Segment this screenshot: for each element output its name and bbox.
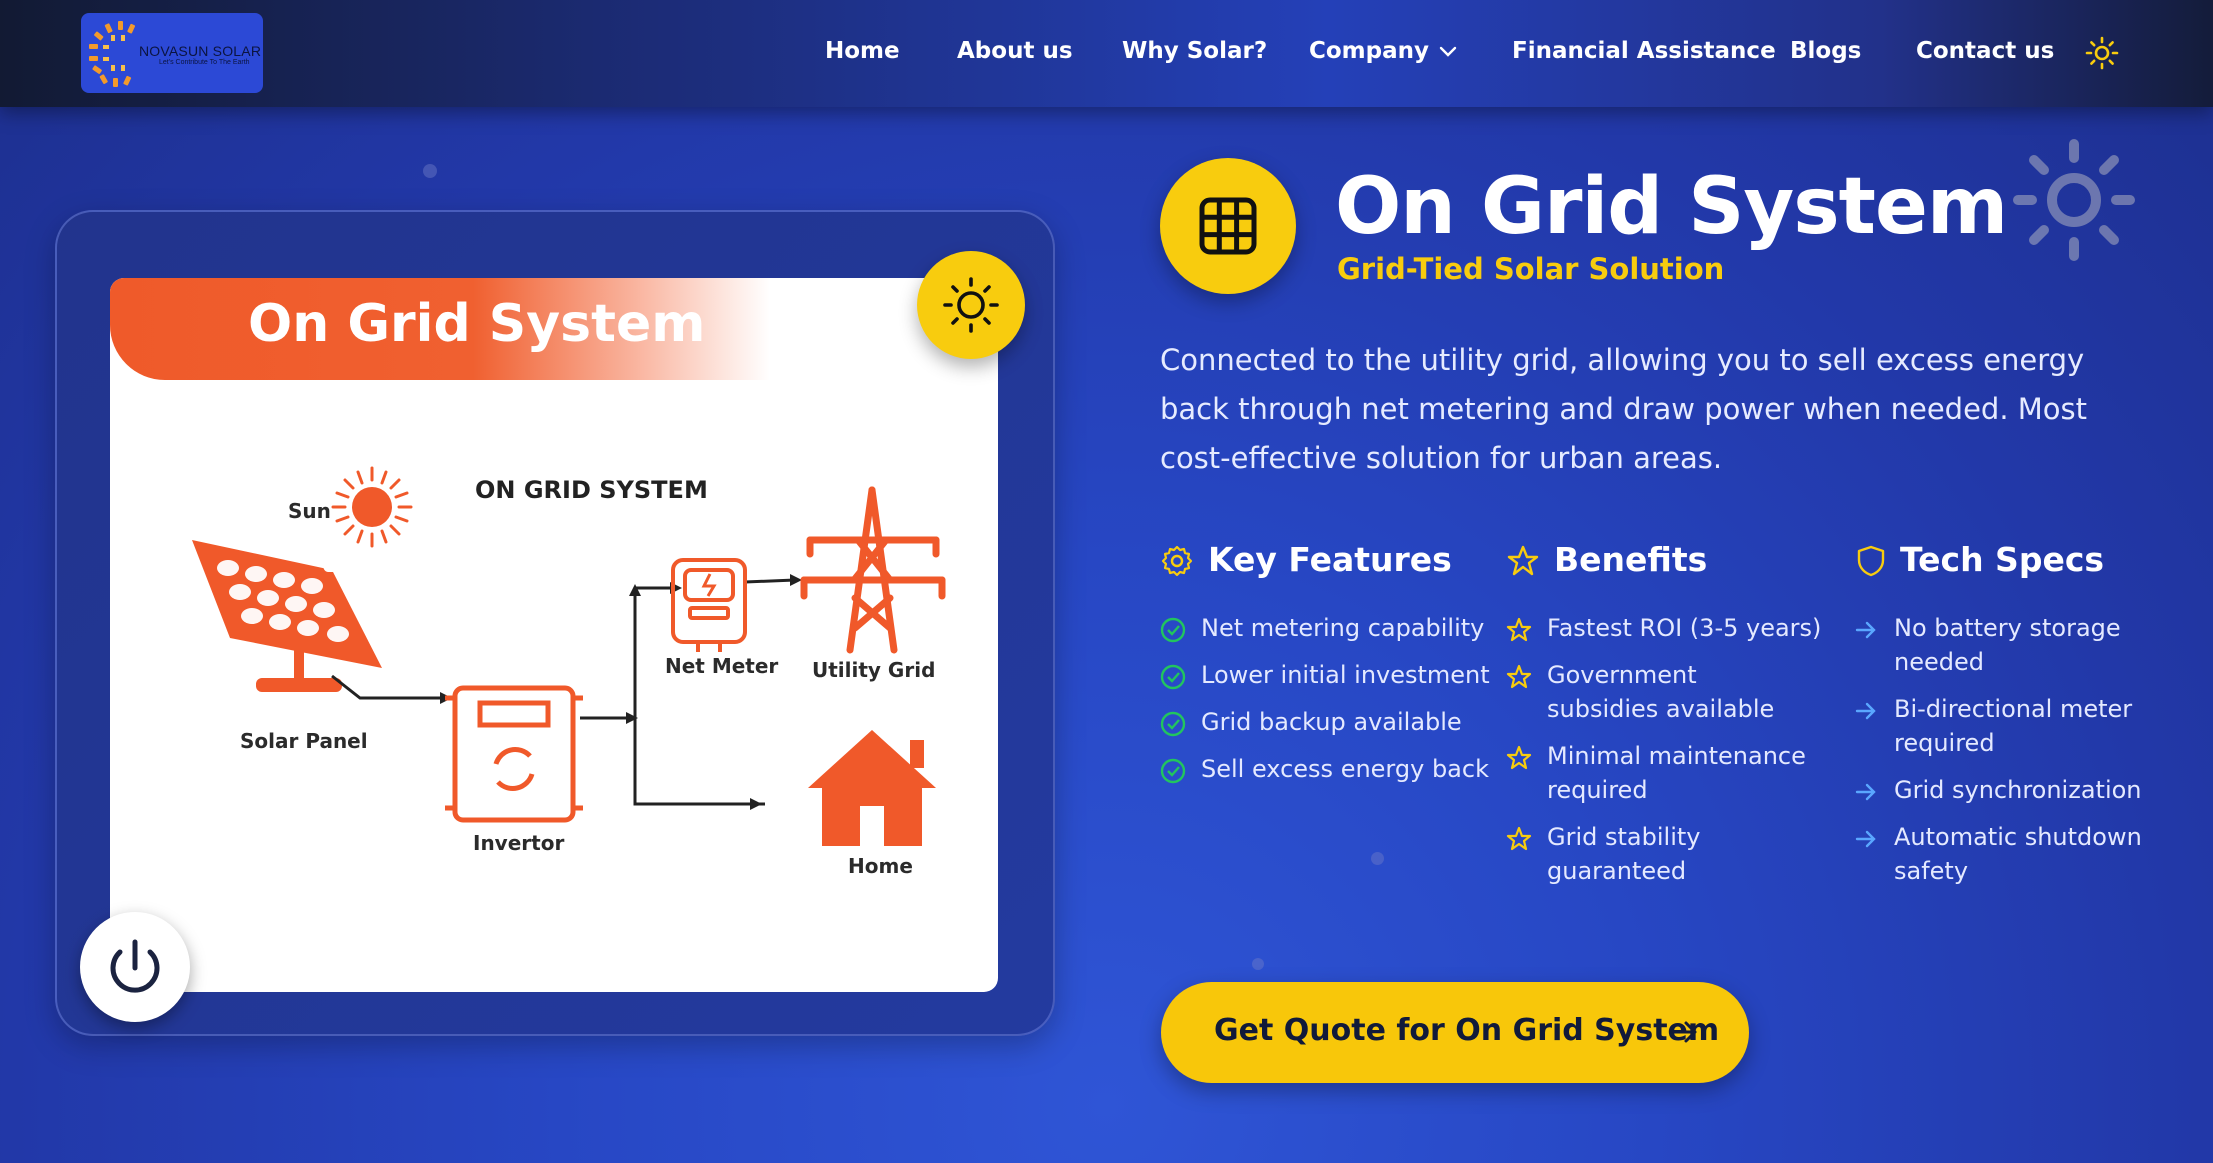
nav-why-solar[interactable]: Why Solar?: [1122, 38, 1268, 64]
check-circle-icon: [1160, 617, 1186, 643]
check-circle-icon: [1160, 664, 1186, 690]
nav-home[interactable]: Home: [825, 38, 900, 64]
diagram-label-sun: Sun: [288, 499, 331, 523]
diagram-label-net-meter: Net Meter: [665, 654, 779, 678]
get-quote-button[interactable]: Get Quote for On Grid System: [1161, 982, 1749, 1083]
get-quote-label: Get Quote for On Grid System: [1214, 1013, 1720, 1048]
nav-company-dropdown[interactable]: Company: [1309, 38, 1457, 64]
feature-item: Grid backup available: [1201, 708, 1462, 736]
sun-badge: [917, 251, 1025, 359]
spec-item: No battery storage needed: [1894, 614, 2121, 676]
arrow-right-icon: [1855, 621, 1876, 639]
feature-item: Sell excess energy back: [1201, 755, 1489, 783]
star-icon: [1506, 617, 1532, 642]
spec-item: Automatic shutdown safety: [1894, 823, 2142, 885]
page-subtitle: Grid-Tied Solar Solution: [1337, 252, 1725, 286]
benefits-heading: Benefits: [1554, 540, 1708, 579]
spec-item: Grid synchronization: [1894, 776, 2142, 804]
decorative-dot: [423, 164, 437, 178]
home-illustration-icon: [808, 730, 936, 846]
diagram-label-invertor: Invertor: [473, 831, 565, 855]
power-button[interactable]: [80, 912, 190, 1022]
solar-panel-illustration-icon: [192, 540, 382, 692]
gear-icon: [1161, 545, 1193, 577]
decorative-dot: [1371, 852, 1384, 865]
check-circle-icon: [1160, 711, 1186, 737]
page-title: On Grid System: [1335, 162, 2008, 252]
arrow-right-icon: [1855, 830, 1876, 848]
feature-item: Lower initial investment: [1201, 661, 1490, 689]
arrow-right-icon: [1670, 1021, 1697, 1043]
nav-contact-us[interactable]: Contact us: [1916, 38, 2055, 64]
arrow-right-icon: [1855, 702, 1876, 720]
logo-sun-rays-icon: [89, 21, 136, 87]
decorative-dot: [1252, 958, 1264, 970]
star-icon: [1506, 664, 1532, 689]
power-icon: [110, 939, 160, 993]
star-icon: [1506, 745, 1532, 770]
benefit-item: Grid stability guaranteed: [1547, 823, 1701, 885]
page-description: Connected to the utility grid, allowing …: [1160, 343, 2088, 475]
logo-tagline: Let's Contribute To The Earth: [159, 59, 250, 66]
spec-item: Bi-directional meter required: [1894, 695, 2133, 757]
key-features-heading: Key Features: [1208, 540, 1452, 579]
diagram-label-home: Home: [848, 854, 913, 878]
star-icon: [1507, 545, 1539, 576]
decorative-sun-icon: [2013, 139, 2135, 261]
diagram-title: ON GRID SYSTEM: [475, 476, 708, 504]
check-circle-icon: [1160, 758, 1186, 784]
diagram-label-solar-panel: Solar Panel: [240, 729, 368, 753]
diagram-illustration: [192, 466, 946, 846]
novasun-logo[interactable]: NOVASUN SOLAR Let's Contribute To The Ea…: [81, 13, 263, 93]
nav-about-us[interactable]: About us: [957, 38, 1073, 64]
diagram-banner: On Grid System: [110, 278, 770, 380]
sun-icon: [943, 277, 999, 333]
star-icon: [1506, 826, 1532, 851]
nav-company-label: Company: [1309, 38, 1429, 64]
on-grid-diagram-image: On Grid System ON GRID SYSTEM: [110, 278, 998, 992]
feature-item: Net metering capability: [1201, 614, 1485, 642]
chevron-down-icon: [1439, 46, 1457, 57]
nav-financial-assistance[interactable]: Financial Assistance: [1512, 38, 1776, 64]
arrow-right-icon: [1855, 783, 1876, 801]
benefit-item: Government subsidies available: [1547, 661, 1775, 723]
top-navigation-bar: NOVASUN SOLAR Let's Contribute To The Ea…: [0, 0, 2213, 107]
sun-icon[interactable]: [2085, 36, 2119, 70]
shield-icon: [1857, 545, 1885, 577]
net-meter-illustration-icon: [671, 558, 747, 652]
grid-icon: [1199, 197, 1257, 255]
benefit-item: Fastest ROI (3-5 years): [1547, 614, 1822, 642]
grid-badge: [1160, 158, 1296, 294]
benefit-item: Minimal maintenance required: [1547, 742, 1806, 804]
diagram-banner-title: On Grid System: [248, 294, 706, 354]
sun-illustration-icon: [331, 466, 413, 548]
tech-specs-heading: Tech Specs: [1900, 540, 2105, 579]
diagram-label-utility-grid: Utility Grid: [812, 658, 936, 682]
nav-blogs[interactable]: Blogs: [1790, 38, 1862, 64]
invertor-illustration-icon: [445, 685, 583, 823]
logo-brand-name: NOVASUN SOLAR: [139, 43, 262, 59]
utility-grid-tower-illustration-icon: [800, 486, 946, 654]
